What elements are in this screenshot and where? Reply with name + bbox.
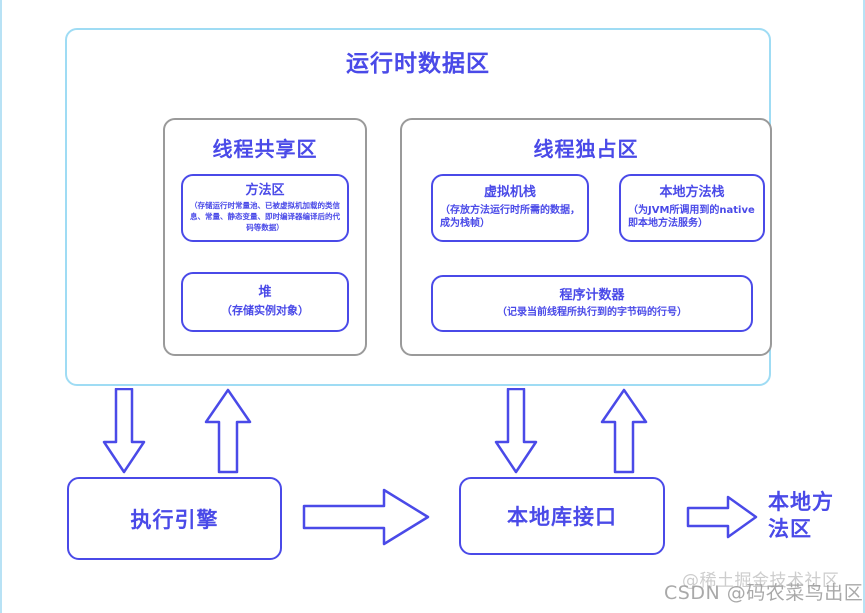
arrow-up-icon [204,388,252,474]
method-area-node: 方法区 （存储运行时常量池、已被虚拟机加载的类信息、常量、静态变量、即时编译器编… [181,174,349,242]
method-area-title: 方法区 [245,182,285,198]
method-area-description: （存储运行时常量池、已被虚拟机加载的类信息、常量、静态变量、即时编译器编译后的代… [190,200,340,232]
native-method-stack-node: 本地方法栈 （为JVM所调用到的native即本地方法服务） [619,174,765,242]
vm-stack-description: （存放方法运行时所需的数据，成为栈帧） [440,204,580,230]
runtime-data-area-title: 运行时数据区 [346,51,490,77]
execution-engine-node: 执行引擎 [67,477,282,560]
runtime-data-area-container: 运行时数据区 线程共享区 线程独占区 方法区 （存储运行时常量池、已被虚拟机加载… [65,28,772,386]
arrow-down-icon [494,388,538,474]
arrow-up-icon [600,388,648,474]
thread-exclusive-region-title: 线程独占区 [533,137,639,161]
vm-stack-title: 虚拟机栈 [483,185,536,201]
heap-description: （存储实例对象） [221,303,309,317]
program-counter-node: 程序计数器 （记录当前线程所执行到的字节码的行号） [431,275,753,332]
native-library-interface-node: 本地库接口 [459,477,665,555]
native-method-stack-description: （为JVM所调用到的native即本地方法服务） [628,204,755,230]
arrow-right-icon [686,495,758,539]
heap-node: 堆 （存储实例对象） [181,272,349,332]
vm-stack-node: 虚拟机栈 （存放方法运行时所需的数据，成为栈帧） [431,174,589,242]
arrow-right-icon [302,488,430,546]
watermark-csdn: CSDN @码农菜鸟出区 [664,582,864,604]
watermark-juejin: @稀土掘金技术社区 [682,571,840,591]
native-method-stack-title: 本地方法栈 [659,185,725,201]
heap-title: 堆 [258,285,272,301]
native-method-area-label: 本地方法区 [768,490,834,542]
program-counter-title: 程序计数器 [559,287,625,303]
arrow-down-icon [102,388,146,474]
thread-shared-region-title: 线程共享区 [212,137,318,161]
program-counter-description: （记录当前线程所执行到的字节码的行号） [497,306,687,318]
